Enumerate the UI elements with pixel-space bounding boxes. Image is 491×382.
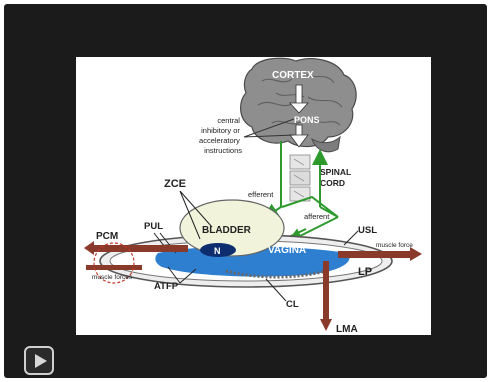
cortex-label: CORTEX	[272, 70, 314, 81]
bladder-label: BLADDER	[202, 225, 252, 236]
atfp-label: ATFP	[154, 281, 179, 292]
pelvic-floor-diagram: CORTEX PONS SPINAL CORD	[76, 57, 431, 335]
cl-label: CL	[286, 299, 299, 310]
spinal-cord-label: SPINAL CORD	[320, 167, 353, 188]
afferent-label: afferent	[304, 212, 330, 221]
zce-label: ZCE	[164, 178, 186, 190]
muscle-force-label: muscle force	[376, 242, 413, 249]
instructions-label: central inhibitory or acceleratory instr…	[199, 116, 242, 155]
slide-frame: CORTEX PONS SPINAL CORD	[76, 57, 431, 335]
pcm-label: PCM	[96, 231, 118, 242]
pul-label: PUL	[144, 221, 163, 232]
efferent-label: efferent	[248, 190, 274, 199]
play-button[interactable]	[24, 346, 54, 375]
lma-label: LMA	[336, 324, 358, 335]
muscle-forces-label: muscle forces	[92, 274, 133, 281]
lp-label: LP	[358, 266, 372, 278]
spinal-cord-illustration	[290, 155, 310, 201]
n-label: N	[214, 246, 221, 256]
usl-label: USL	[358, 225, 377, 236]
play-icon	[35, 354, 47, 368]
vagina-label: VAGINA	[268, 245, 306, 256]
video-player: CORTEX PONS SPINAL CORD	[4, 4, 487, 378]
pons-label: PONS	[294, 115, 320, 125]
